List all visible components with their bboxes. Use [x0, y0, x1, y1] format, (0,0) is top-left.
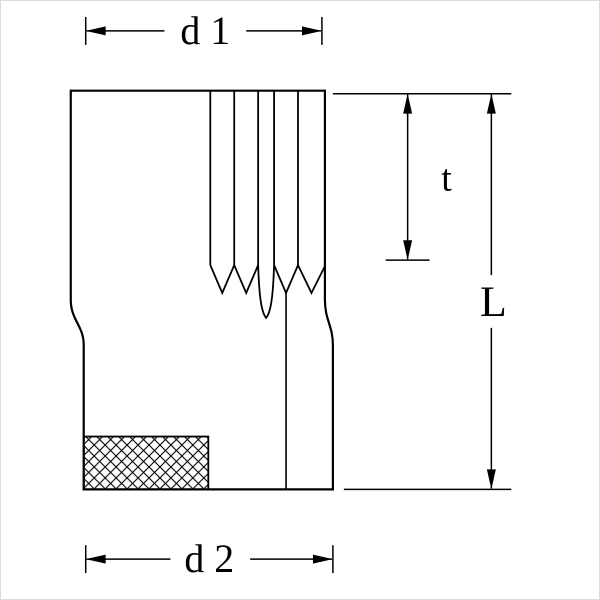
dimension-d2: d 2: [84, 536, 334, 581]
dimension-t: t: [403, 93, 452, 261]
L-arrow-down-icon: [486, 469, 496, 490]
t-arrow-up-icon: [403, 93, 413, 114]
d2-arrow-right-icon: [312, 554, 333, 564]
dimension-L: L: [480, 93, 507, 490]
dimension-d1: d 1: [84, 8, 323, 53]
d2-label: d 2: [184, 536, 234, 581]
socket-body-outline: [69, 89, 334, 491]
hex-socket-center-notch: [257, 265, 275, 320]
knurl-band: [82, 435, 210, 491]
hex-socket-cavity-lines: [209, 90, 299, 266]
L-arrow-up-icon: [486, 93, 496, 114]
t-label: t: [441, 157, 452, 199]
d1-arrow-right-icon: [301, 26, 322, 36]
hex-socket-bottom-zigzag: [209, 262, 326, 296]
t-arrow-down-icon: [403, 240, 413, 261]
d1-label: d 1: [180, 8, 230, 53]
d2-arrow-left-icon: [85, 554, 106, 564]
d1-arrow-left-icon: [85, 26, 106, 36]
L-label: L: [480, 278, 507, 326]
